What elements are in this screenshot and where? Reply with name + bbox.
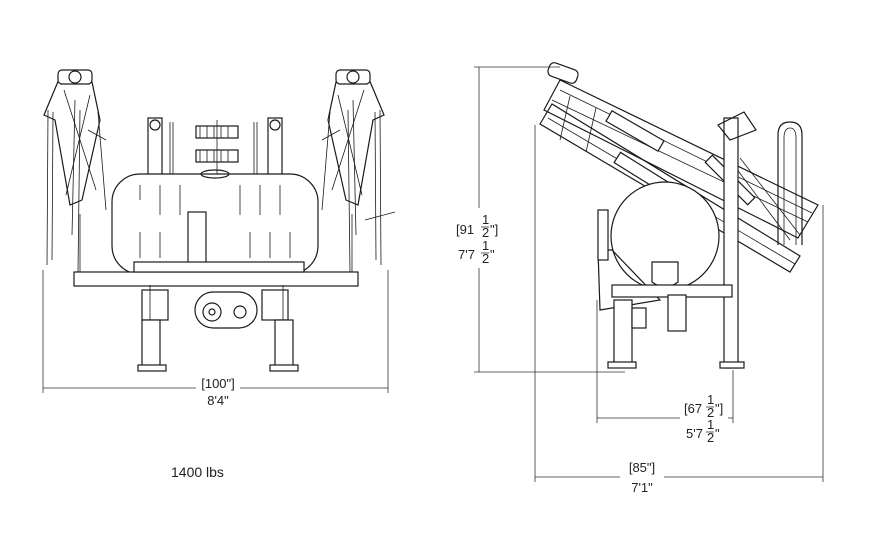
side-frame — [597, 209, 733, 369]
front-legs — [137, 285, 299, 372]
front-tank — [111, 169, 319, 275]
side-inner-depth-bracket: [67 — [684, 401, 702, 416]
nozzle-clusters — [195, 120, 239, 175]
side-height-bracket-end: "] — [490, 222, 498, 237]
side-view-sprayer — [539, 62, 819, 369]
side-inner-depth-feet-end: " — [715, 426, 720, 441]
front-width-feet: 8'4" — [207, 393, 229, 408]
boom-rests — [147, 117, 283, 179]
right-boom — [321, 69, 396, 273]
side-height-bracket: [91 — [456, 222, 474, 237]
front-view-sprayer — [43, 69, 396, 372]
side-tank — [610, 181, 720, 291]
side-height-feet-frac-den: 2 — [482, 251, 489, 266]
side-height-bracket-frac-den: 2 — [482, 225, 489, 240]
side-height-feet: 7'7 — [458, 247, 475, 262]
side-height-bracket-frac-num: 1 — [482, 212, 489, 227]
side-inner-depth-frac-num: 1 — [707, 392, 714, 407]
side-mast — [717, 111, 803, 369]
side-inner-depth-feet-frac-num: 1 — [707, 417, 714, 432]
front-frame — [73, 214, 359, 287]
front-width-dimension — [42, 270, 389, 393]
side-inner-depth-feet-frac-den: 2 — [707, 430, 714, 445]
left-boom — [43, 69, 107, 273]
side-inner-depth-dimension — [596, 300, 734, 423]
side-inner-depth-bracket-end: "] — [715, 401, 723, 416]
front-width-bracket: [100"] — [201, 376, 235, 391]
side-inner-depth-feet: 5'7 — [686, 426, 703, 441]
side-height-feet-end: " — [490, 247, 495, 262]
side-outer-depth-dimension — [534, 125, 824, 482]
pump-assembly — [141, 289, 289, 329]
side-outer-depth-feet: 7'1" — [631, 480, 653, 495]
side-height-dimension — [474, 66, 625, 373]
weight-label: 1400 lbs — [171, 464, 224, 480]
side-inner-depth-frac-den: 2 — [707, 405, 714, 420]
side-outer-depth-bracket: [85"] — [629, 460, 655, 475]
side-height-feet-frac-num: 1 — [482, 238, 489, 253]
